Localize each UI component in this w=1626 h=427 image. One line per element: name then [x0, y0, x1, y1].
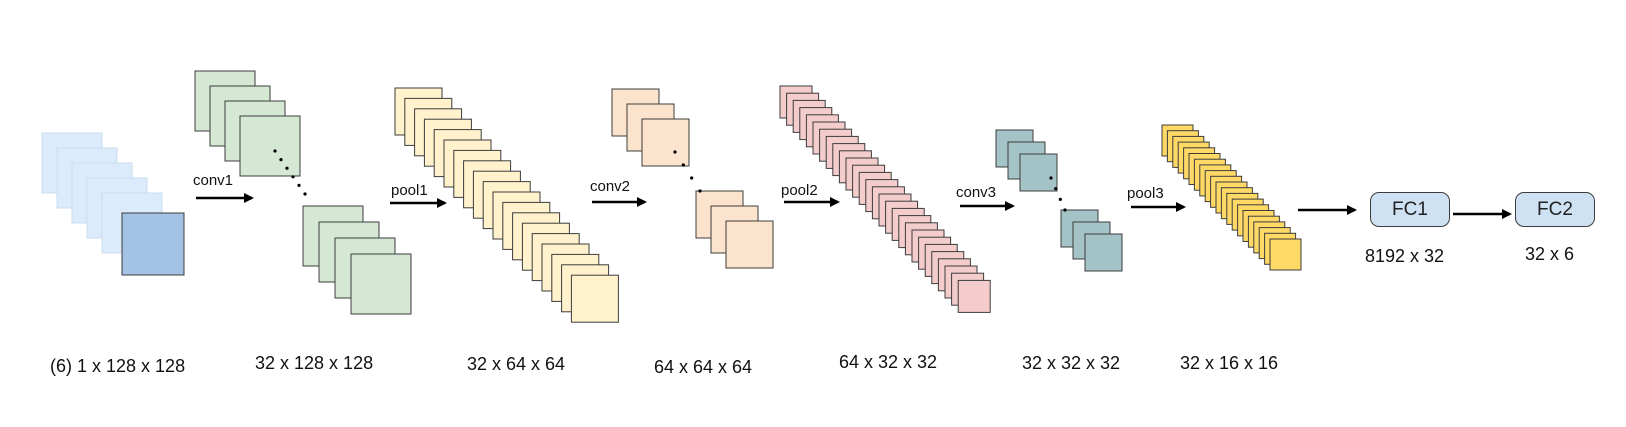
- pool3-dims: 32 x 16 x 16: [1180, 353, 1279, 373]
- conv3-ellipsis-dot: [1058, 197, 1062, 201]
- conv1-bottom-map: [350, 253, 412, 315]
- conv1-ellipsis-dot: [273, 149, 277, 153]
- input-dims: (6) 1 x 128 x 128: [50, 356, 186, 376]
- conv2-ellipsis-dot: [690, 176, 694, 180]
- flow-arrows: [196, 193, 1512, 219]
- pool3-map: [1269, 238, 1302, 271]
- conv3-top-map: [1019, 153, 1058, 192]
- conv1-ellipsis-dot: [279, 158, 283, 162]
- pool3-label: pool3: [1127, 185, 1164, 202]
- fc1-dims: 8192 x 32: [1365, 246, 1445, 266]
- conv2-ellipsis-dot: [698, 189, 702, 193]
- conv3-label: conv3: [956, 184, 997, 201]
- conv2-ellipsis-dot: [673, 150, 677, 154]
- conv1-ellipsis-dot: [285, 166, 289, 170]
- feature-map-stacks: [41, 70, 1302, 323]
- input-front-map: [121, 212, 185, 276]
- conv3-ellipsis-dot: [1063, 208, 1067, 212]
- conv2-dims: 64 x 64 x 64: [654, 357, 753, 377]
- fc1-layer: FC1: [1370, 192, 1450, 227]
- pool2-label: pool2: [781, 182, 818, 199]
- pool1-map: [570, 274, 619, 323]
- conv2-bottom-map: [725, 220, 774, 269]
- conv2-top-map: [641, 118, 690, 167]
- conv3-dims: 32 x 32 x 32: [1022, 353, 1121, 373]
- fc2-dims: 32 x 6: [1525, 244, 1575, 264]
- conv1-ellipsis-dot: [297, 183, 301, 187]
- pool1-label: pool1: [391, 182, 428, 199]
- conv3-bottom-map: [1084, 233, 1123, 272]
- conv1-ellipsis-dot: [291, 175, 295, 179]
- conv3-ellipsis-dot: [1054, 187, 1058, 191]
- conv2-label: conv2: [590, 178, 631, 195]
- conv1-top-map: [239, 115, 301, 177]
- conv3-ellipsis-dot: [1049, 176, 1053, 180]
- conv1-dims: 32 x 128 x 128: [255, 353, 374, 373]
- conv1-label: conv1: [193, 172, 234, 189]
- pool2-map: [957, 279, 991, 313]
- pool1-dims: 32 x 64 x 64: [467, 354, 566, 374]
- ellipsis-dots: [273, 149, 1067, 212]
- conv2-ellipsis-dot: [681, 163, 685, 167]
- conv1-ellipsis-dot: [303, 192, 307, 196]
- pool2-dims: 64 x 32 x 32: [839, 352, 938, 372]
- fc2-layer: FC2: [1515, 192, 1595, 227]
